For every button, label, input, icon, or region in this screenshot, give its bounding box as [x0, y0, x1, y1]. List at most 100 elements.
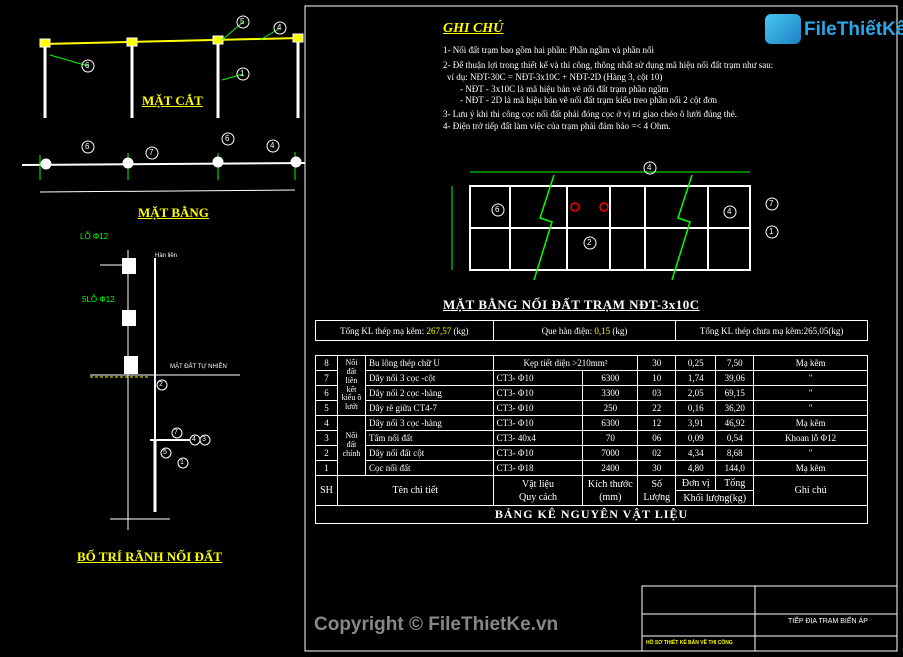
table-row: 2 Dây nối đất cột CT3- Φ10 7000 02 4,34 …	[315, 445, 868, 461]
title-block-project: TIẾP ĐỊA TRẠM BIẾN ÁP	[788, 618, 868, 625]
leader-4	[259, 27, 281, 41]
table-row: 8 Nối đất liên kết kiểu ô lưới Bu lông t…	[315, 355, 868, 416]
section-title: MẶT CẮT	[142, 93, 203, 108]
callout-circle-trench-5	[160, 447, 172, 459]
callout-plan-6: 6	[85, 142, 90, 151]
callout-circle-trench-2	[156, 379, 168, 391]
plan-wire	[21, 162, 306, 166]
callout-section-6: 6	[85, 61, 90, 70]
note-line-3: ví dụ: NĐT-30C = NĐT-3x10C + NĐT-2D (Hàn…	[447, 72, 663, 82]
callout-grid-2: 2	[587, 238, 592, 247]
callout-circle-grid-7	[765, 197, 779, 211]
grid-plan-title: MẶT BẰNG NỐI ĐẤT TRẠM NĐT-3x10C	[443, 297, 700, 312]
callout-circle-grid-4b	[723, 205, 737, 219]
grid-bolt-1	[570, 202, 580, 212]
trench-plate-2	[122, 310, 136, 326]
table-footer-title: BẢNG KÊ NGUYÊN VẬT LIỆU	[315, 505, 868, 524]
table-footer-row: BẢNG KÊ NGUYÊN VẬT LIỆU	[315, 505, 868, 524]
table-row: 5 Dây rẽ giữa CT4-7 CT3- Φ10 250 22 0,16…	[315, 400, 868, 416]
callout-circle-plan-7	[145, 146, 159, 160]
ground-grid-plan	[451, 161, 779, 281]
callout-circle-5	[236, 15, 250, 29]
grid-bolt-2	[599, 202, 609, 212]
table-row: 1 Cọc nối đất CT3- Φ18 2400 30 4,80 144,…	[315, 460, 868, 476]
callout-circle-trench-1	[177, 457, 189, 469]
callout-grid-1: 1	[769, 227, 774, 236]
callout-circle-6	[81, 59, 95, 73]
callout-circle-plan-6b	[221, 132, 235, 146]
group-label-mesh: Nối đất liên kết kiểu ô lưới	[336, 355, 366, 416]
copyright-watermark: Copyright © FileThietKe.vn	[314, 614, 559, 635]
callout-circle-plan-6	[81, 140, 95, 154]
callout-grid-4b: 4	[727, 207, 732, 216]
logo-text: FileThiếtKế.vn	[804, 19, 903, 40]
plan-dimension-line	[39, 189, 296, 193]
note-line-6: 3- Lưu ý khi thi công cọc nối đất phải đ…	[443, 109, 737, 119]
break-line-2	[671, 174, 693, 281]
callout-trench-4: 4	[192, 436, 196, 443]
callout-circle-grid-4	[643, 161, 657, 175]
table-row: 3 Tấm nối đất CT3- 40x4 70 06 0,09 0,54 …	[315, 430, 868, 446]
section-clamp-4	[292, 33, 304, 43]
callout-grid-6: 6	[495, 205, 500, 214]
callout-circle-grid-1	[765, 225, 779, 239]
note-line-1: 1- Nối đất trạm bao gồm hai phần: Phần n…	[443, 45, 654, 55]
title-block-left: HỒ SƠ THIẾT KẾ BẢN VẼ THI CÔNG	[646, 640, 733, 646]
callout-section-4: 4	[277, 23, 282, 32]
note-line-2: 2- Để thuận lợi trong thiết kế và thi cô…	[443, 60, 774, 70]
leader-6	[49, 54, 89, 67]
notes-title: GHI CHÚ	[443, 21, 504, 36]
label-hole: LỖ Φ12	[80, 232, 109, 241]
callout-circle-grid-2	[583, 236, 597, 250]
callout-trench-2: 2	[159, 381, 163, 388]
summary-welding: Que hàn điện: 0,15 (kg)	[492, 320, 677, 341]
table-row: 6 Dây nối 2 cọc -hàng CT3- Φ10 3300 03 2…	[315, 385, 868, 401]
leader-1	[221, 73, 244, 81]
trench-title: BỐ TRÍ RÃNH NỐI ĐẤT	[77, 549, 222, 564]
label-weld: Hàn liền	[155, 253, 178, 259]
plan-node-1	[40, 158, 52, 170]
plan-node-2	[122, 157, 134, 169]
callout-circle-1	[236, 67, 250, 81]
callout-trench-7: 7	[174, 429, 178, 436]
note-line-4: - NĐT - 3x10C là mã hiệu bản vẽ nối đất …	[460, 84, 669, 94]
callout-plan-7: 7	[149, 148, 154, 157]
trench-plate-3	[124, 356, 138, 374]
leader-5	[221, 21, 244, 41]
note-line-5: - NĐT - 2D là mã hiệu bản vẽ nối đất trạ…	[460, 95, 718, 105]
callout-circle-trench-7	[171, 427, 183, 439]
callout-circle-grid-6	[491, 203, 505, 217]
group-label-main: Nối đất chính	[336, 415, 366, 476]
callout-trench-1: 1	[180, 459, 184, 466]
label-5-holes: 5LỖ Φ12	[82, 295, 115, 304]
callout-circle-4	[273, 21, 287, 35]
trench-layout	[90, 250, 240, 530]
sheet-border	[304, 5, 898, 652]
callout-grid-7: 7	[769, 199, 774, 208]
table-spacer-row	[315, 340, 868, 356]
plan-node-4	[290, 156, 302, 168]
logo-mark	[765, 14, 801, 44]
break-line-1	[533, 174, 555, 281]
label-ground-level: MẶT ĐẤT TỰ NHIÊN	[170, 364, 227, 370]
plan-node-3	[212, 156, 224, 168]
trench-plate-1	[122, 258, 136, 274]
summary-steel-raw: Tổng KL thép chưa mạ kẽm:265,05(kg)	[675, 320, 868, 341]
table-summary-row: Tổng KL thép mạ kẽm: 267,57 (kg) Que hàn…	[315, 320, 868, 341]
callout-circle-trench-3	[199, 434, 211, 446]
table-row: 4 Nối đất chính Dây nối 3 cọc -hàng CT3-…	[315, 415, 868, 476]
section-clamp-1	[39, 38, 51, 48]
callout-trench-3: 3	[202, 436, 206, 443]
title-block-frame	[641, 585, 898, 652]
summary-steel-galvanized: Tổng KL thép mạ kẽm: 267,57 (kg)	[315, 320, 494, 341]
section-view	[39, 15, 304, 118]
section-clamp-2	[126, 37, 138, 47]
plan-strip	[21, 132, 306, 193]
section-top-wire	[43, 37, 301, 45]
callout-section-1: 1	[240, 69, 245, 78]
callout-trench-5: 5	[163, 449, 167, 456]
table-row: 7 Dây nối 3 cọc -cột CT3- Φ10 6300 10 1,…	[315, 370, 868, 386]
